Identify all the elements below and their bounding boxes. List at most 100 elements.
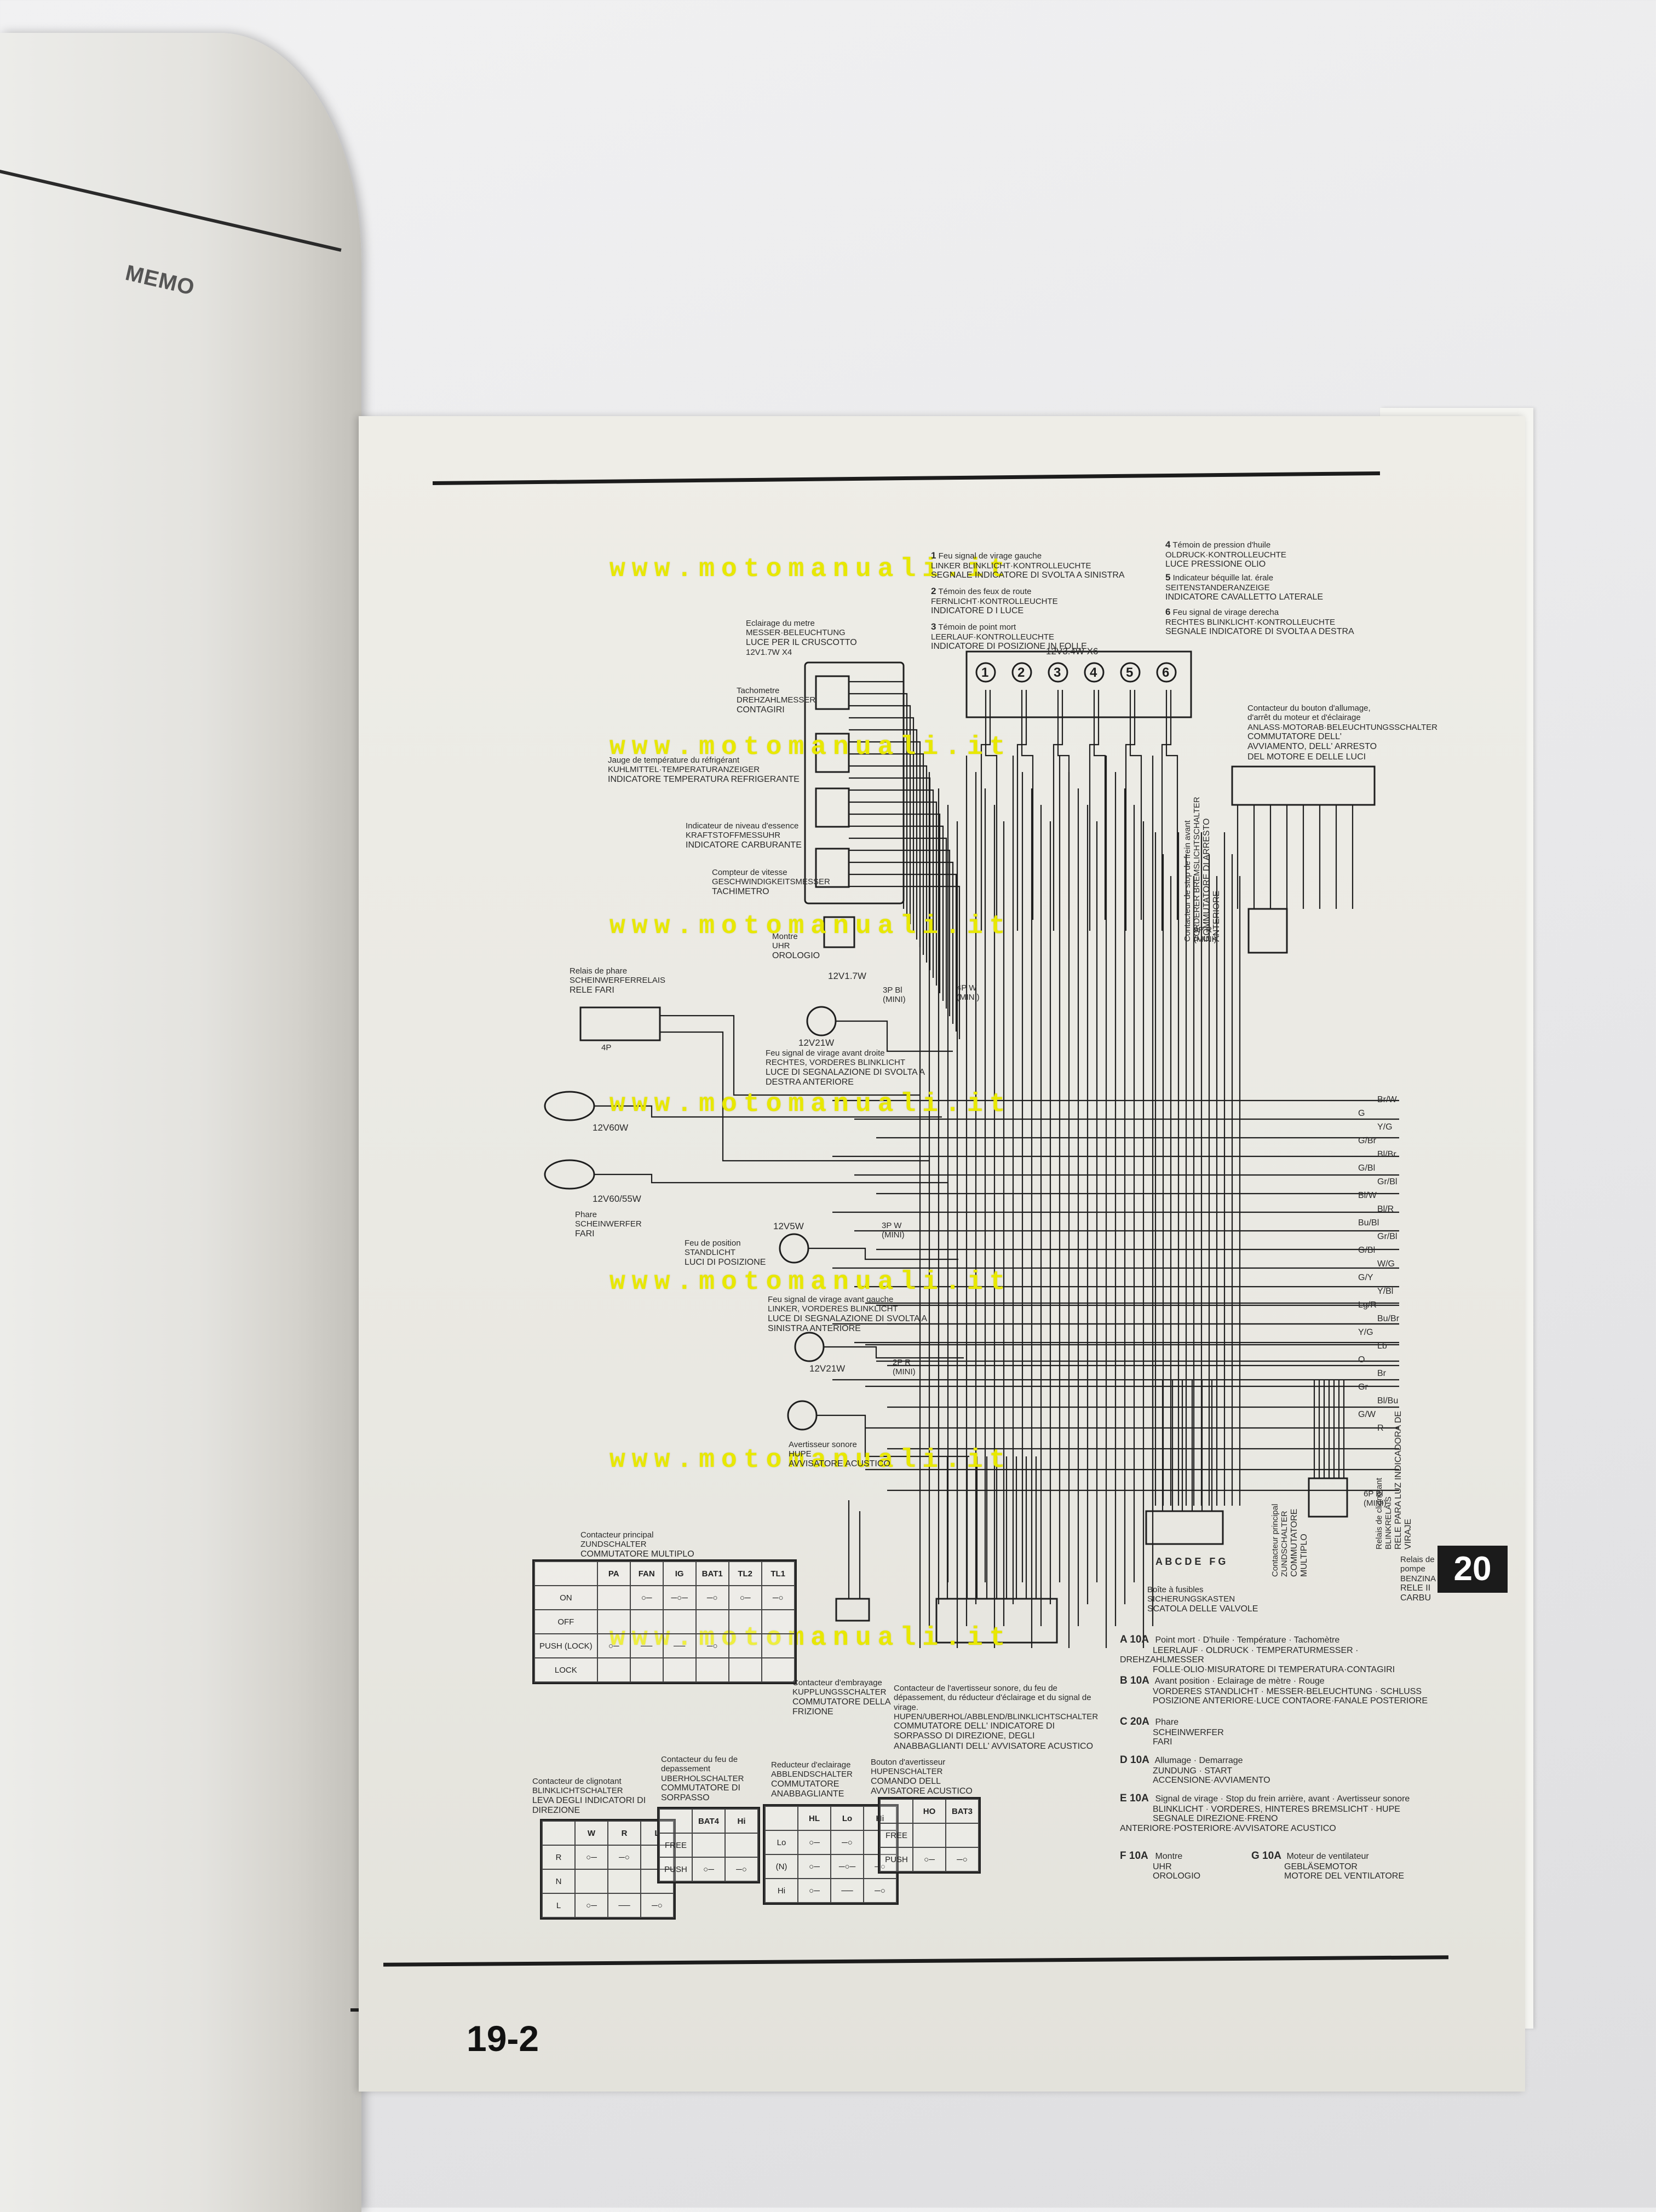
table-header: R — [607, 1821, 641, 1846]
fuel-gauge-symbol — [815, 787, 850, 828]
label-de: KUHLMITTEL·TEMPERATURANZEIGER — [608, 765, 760, 775]
label-fr: Compteur de vitesse — [712, 868, 787, 877]
headlight-a — [544, 1091, 595, 1121]
wire-color-label: Lg/R — [1358, 1300, 1377, 1310]
wire-color-label: G/Y — [1358, 1273, 1373, 1282]
table-header: HL — [797, 1806, 831, 1831]
table-header: BAT3 — [945, 1799, 979, 1824]
wire-color-label: W/G — [1377, 1259, 1395, 1269]
label-de: KRAFTSTOFFMESSUHR — [686, 831, 781, 840]
label-de: SCHEINWERFER — [575, 1219, 642, 1229]
wire — [985, 690, 998, 920]
label-it: COMMUTATORE MULTIPLO — [580, 1549, 694, 1559]
connector-label: 3P W (MINI) — [882, 1221, 905, 1240]
clutch-switch-label: Contacteur d'embrayage KUPPLUNGSSCHALTER… — [792, 1678, 891, 1717]
table-row: OFF — [534, 1609, 795, 1634]
wire-color-label: Bl/W — [1358, 1191, 1377, 1200]
legend-fr: Feu signal de virage gauche — [938, 551, 1042, 561]
table-header: IG — [662, 1561, 697, 1586]
legend-it: SEGNALE INDICATORE DI SVOLTA A SINISTRA — [931, 570, 1125, 580]
legend-item: 5 Indicateur béquille lat. érale SEITENS… — [1165, 572, 1384, 602]
wire — [594, 1105, 942, 1118]
wire — [849, 765, 928, 963]
table-row: Lo○──○ — [764, 1830, 897, 1855]
row-label: FREE — [659, 1833, 693, 1858]
label-de: ANLASS·MOTORAB·BELEUCHTUNGSSCHALTER — [1247, 722, 1438, 732]
label-fr: Contacteur principal — [580, 1530, 654, 1540]
legend-fr: Témoin des feux de route — [938, 587, 1032, 596]
watermark: www.motomanuali.it — [610, 555, 1012, 584]
horn-passing-switch-label: Contacteur de l'avertisseur sonore, du f… — [894, 1684, 1102, 1752]
indicator-bulb-number: 1 — [981, 665, 988, 680]
section-tab[interactable]: 20 — [1438, 1546, 1508, 1593]
connector-label: 3P Bl (MINI) — [883, 986, 906, 1005]
label-fr: Contacteur du feu de depassement — [661, 1755, 738, 1774]
label-it: RELE II CARBU — [1400, 1583, 1431, 1603]
wire — [1057, 690, 1070, 920]
watermark: www.motomanuali.it — [610, 912, 1012, 941]
indicator-bulb — [1048, 662, 1068, 683]
indicator-bulb — [1156, 662, 1177, 683]
handlebar-switch-block — [935, 1598, 1058, 1644]
label-fr: Reducteur d'eclairage — [771, 1760, 851, 1770]
wire — [849, 801, 938, 986]
label-fr: Avertisseur sonore — [789, 1440, 857, 1449]
label-it: COMMUTATORE DELL' AVVIAMENTO, DELL' ARRE… — [1247, 731, 1377, 762]
instrument-cluster-frame — [804, 661, 905, 905]
label-fr: Feu de position — [685, 1239, 741, 1248]
label-fr: Feu signal de virage avant droite — [766, 1049, 885, 1058]
wire-color-label: Bl/Bu — [1377, 1396, 1399, 1405]
fuse-it: OROLOGIO — [1153, 1871, 1201, 1881]
wire — [849, 849, 951, 1016]
label-fr: Contacteur principal — [1270, 1504, 1280, 1577]
wire-color-label: Bu/Bl — [1358, 1218, 1379, 1228]
rating: 12V1.7W X4 — [746, 647, 792, 657]
position-light-label: Feu de position STANDLICHT LUCI DI POSIZ… — [685, 1239, 783, 1268]
fuse-de: ZUNDUNG · START — [1153, 1766, 1233, 1776]
table-header: HO — [912, 1799, 946, 1824]
fuse-fr: Montre — [1155, 1852, 1183, 1861]
connector-label: 6P Bl (MINI) — [1364, 1489, 1387, 1508]
table-row: Hi○────○ — [764, 1878, 897, 1903]
legend-it: INDICATORE CAVALLETTO LATERALE — [1165, 592, 1324, 602]
fuse-box-symbol — [1145, 1510, 1224, 1545]
start-switch-label: Contacteur du bouton d'allumage, d'arrêt… — [1247, 704, 1438, 762]
wire-color-label: R — [1377, 1424, 1384, 1433]
label-de: STANDLICHT — [685, 1248, 736, 1258]
fuse-entry: D 10A Allumage · Demarrage ZUNDUNG · STA… — [1120, 1754, 1339, 1785]
wire-color-label: Bu/Br — [1377, 1314, 1400, 1323]
fuse-fr: Allumage · Demarrage — [1154, 1756, 1243, 1765]
wire — [849, 861, 954, 1024]
label-de: RECHTES, VORDERES BLINKLICHT — [766, 1058, 906, 1068]
table-row: LOCK — [534, 1657, 795, 1683]
wire-color-label: Gr/Bl — [1377, 1177, 1398, 1186]
indicator-bulbs-rating: 12V3.4W X6 — [1046, 646, 1099, 656]
ignition-switch-table: PA FAN IG BAT1 TL2 TL1 ON○──○──○○──○ OFF… — [532, 1559, 797, 1684]
table-row: R○──○ — [542, 1845, 674, 1870]
watermark: www.motomanuali.it — [610, 1445, 1012, 1475]
row-label: ON — [534, 1585, 598, 1610]
wire — [849, 885, 961, 1039]
horn-button-table-title: Bouton d'avertisseur HUPENSCHALTER COMAN… — [871, 1758, 980, 1796]
label-it: INDICATORE TEMPERATURA REFRIGERANTE — [608, 774, 800, 784]
watermark: www.motomanuali.it — [610, 1268, 1012, 1297]
wire — [849, 777, 931, 970]
wire-color-label: Lb — [1377, 1341, 1387, 1351]
fuse-key: B 10A — [1120, 1675, 1149, 1686]
wire-color-label: G/Bl — [1358, 1163, 1376, 1173]
label-de: ABBLENDSCHALTER — [771, 1770, 853, 1779]
ignition-table-title: Contacteur principal ZUNDSCHALTER COMMUT… — [580, 1530, 723, 1559]
wire — [660, 1031, 929, 1162]
label-it: COMMUTATORE DI ARRESTO ANTERIORE — [1201, 818, 1221, 942]
legend-de: RECHTES BLINKLICHT·KONTROLLEUCHTE — [1165, 617, 1336, 627]
label-de: SCHEINWERFERRELAIS — [570, 976, 666, 986]
speedometer-label: Compteur de vitesse GESCHWINDIGKEITSMESS… — [712, 868, 832, 897]
legend-fr: Témoin de point mort — [938, 623, 1016, 632]
wire-harness — [594, 681, 1399, 1648]
wire — [824, 1346, 964, 1359]
fuel-gauge-label: Indicateur de niveau d'essence KRAFTSTOF… — [686, 821, 812, 850]
label-de: DREHZAHLMESSER — [737, 695, 816, 705]
label-de: HUPEN/UBERHOL/ABBLEND/BLINKLICHTSCHALTER — [894, 1712, 1099, 1721]
